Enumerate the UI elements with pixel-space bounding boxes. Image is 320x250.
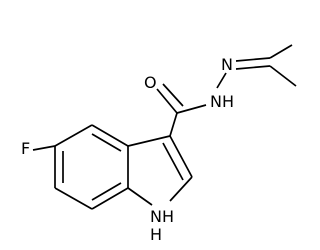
- bond-n-c-b: [235, 65, 271, 70]
- bond-c2-n1: [169, 176, 193, 202]
- bond-c6-c7: [54, 187, 93, 210]
- bond-c-me2: [269, 65, 297, 87]
- bond-n-c-a: [235, 57, 271, 62]
- bond-c3-ccarb: [169, 112, 178, 137]
- bond-c3a-c3: [127, 135, 171, 147]
- bond-c5-f: [32, 145, 56, 151]
- bond-c-me1: [269, 44, 293, 59]
- atom-fluorine: F: [21, 139, 30, 158]
- bond-nh-n: [216, 72, 227, 89]
- bond-ccarb-nh: [176, 104, 207, 114]
- bond-c3-c2: [169, 135, 193, 178]
- atom-imine-n: N: [221, 55, 233, 74]
- bond-ccarb-o-b: [162, 83, 184, 107]
- bond-lines: [32, 44, 297, 210]
- atom-indole-h: H: [150, 225, 162, 244]
- bond-c3-c2-inner: [162, 142, 184, 181]
- atom-indole-nh: NH: [150, 207, 174, 226]
- bond-c7-c7a: [91, 187, 129, 210]
- bond-c3a-c4-inner: [91, 133, 122, 152]
- bond-n1-c7a: [127, 187, 153, 206]
- bond-c4-c5: [54, 124, 93, 147]
- bond-c3a-c4: [91, 124, 129, 147]
- atom-oxygen: O: [144, 73, 157, 92]
- bond-c7-c7a-inner: [91, 182, 122, 201]
- bond-ccarb-o-a: [156, 88, 178, 114]
- atom-amide-nh: NH: [210, 92, 234, 111]
